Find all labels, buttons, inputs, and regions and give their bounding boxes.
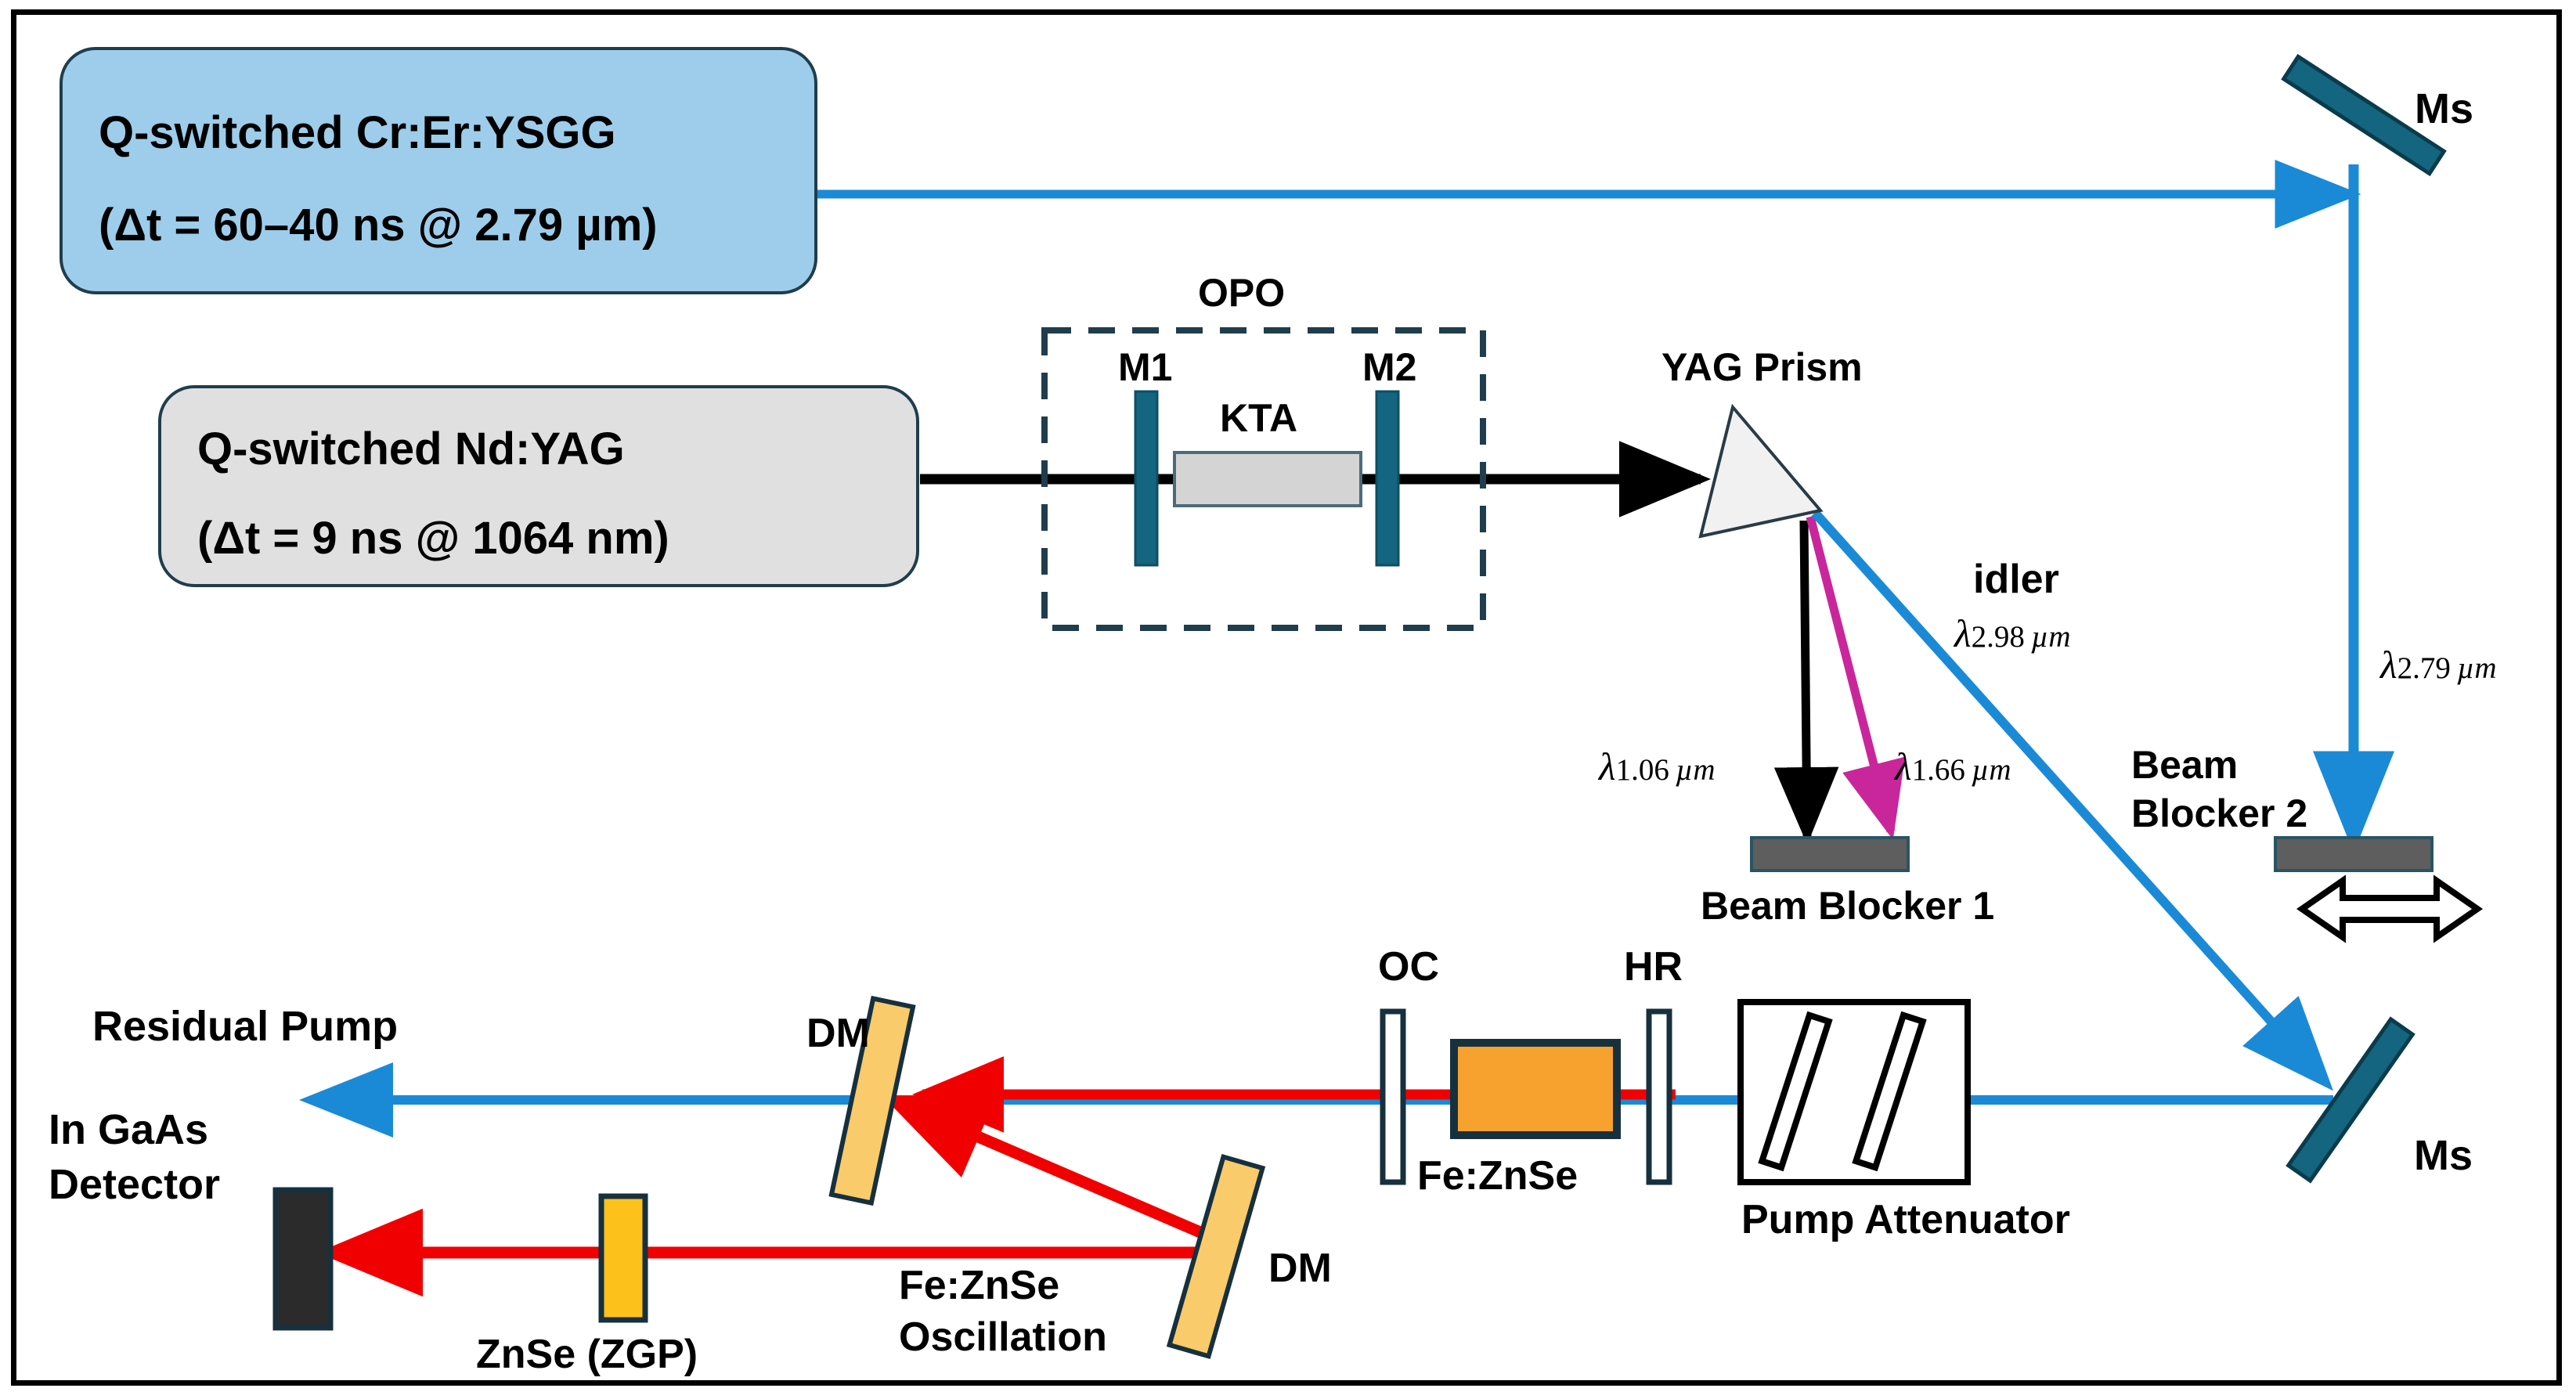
fezse-gain-crystal <box>1450 1039 1621 1139</box>
beam-fezse-diagonal-red <box>882 1094 1232 1250</box>
opo-mirror-m2-label: M2 <box>1362 345 1417 389</box>
attenuator-plate-2 <box>1852 1011 1927 1172</box>
steering-mirror-bottom <box>2286 1016 2415 1184</box>
lambda-1.66-value: 1.66 <box>1911 753 1965 787</box>
opo-kta-crystal <box>1173 451 1362 507</box>
beam-idler-2.98um <box>1811 509 2334 1091</box>
ysgg-line-2: (Δt = 60–40 ns @ 2.79 µm) <box>99 200 658 251</box>
opo-dashed-box <box>1041 327 1486 631</box>
dm-bottom-label: DM <box>1268 1246 1332 1291</box>
pump-attenuator-label: Pump Attenuator <box>1741 1197 2070 1242</box>
lambda-1.06-unit: µm <box>1675 753 1716 787</box>
dichroic-mirror-top <box>828 995 916 1206</box>
opo-mirror-m1 <box>1134 390 1159 567</box>
znse-zgp-plate <box>598 1193 648 1323</box>
lambda-2.79-unit: µm <box>2456 651 2497 685</box>
beam-1.06um-to-blocker <box>1773 520 1839 845</box>
beam-blocker-1 <box>1750 836 1910 872</box>
source-box-ndyag: Q-switched Nd:YAG (Δt = 9 ns @ 1064 nm) <box>158 385 919 587</box>
idler-label: idler <box>1973 557 2059 602</box>
lambda-2.98-unit: µm <box>2030 620 2071 654</box>
ingaas-detector-label-line1: In GaAs <box>49 1106 209 1153</box>
lambda-1.06-value: 1.06 <box>1615 753 1669 787</box>
cavity-mirror-hr <box>1646 1008 1672 1185</box>
translation-arrow-icon <box>2296 874 2484 943</box>
beam-blocker-2-label-line2: Blocker 2 <box>2131 791 2308 835</box>
fezse-oscillation-label-line2: Oscillation <box>899 1314 1107 1360</box>
residual-pump-label: Residual Pump <box>92 1003 399 1050</box>
beam-blocker-2-label-line1: Beam <box>2131 743 2239 787</box>
steering-mirror-top <box>2281 53 2447 177</box>
lambda-2.79-value: 2.79 <box>2397 651 2451 685</box>
opo-mirror-m1-label: M1 <box>1118 345 1173 389</box>
hr-label: HR <box>1624 944 1683 990</box>
ms-bottom-label: Ms <box>2414 1132 2473 1179</box>
ingaas-detector-label-line2: Detector <box>49 1161 221 1208</box>
lambda-1.66-unit: µm <box>1971 753 2011 787</box>
lambda-2.98-value: 2.98 <box>1971 620 2025 654</box>
yag-prism-label: YAG Prism <box>1661 345 1863 389</box>
ms-top-label: Ms <box>2415 85 2474 132</box>
dichroic-mirror-bottom <box>1166 1153 1266 1360</box>
oc-label: OC <box>1378 944 1439 990</box>
lambda-symbol: λ <box>1895 745 1912 788</box>
opo-kta-label: KTA <box>1220 396 1298 440</box>
opo-label: OPO <box>1198 271 1286 315</box>
attenuator-plate-1 <box>1758 1011 1833 1172</box>
ndyag-line-1: Q-switched Nd:YAG <box>197 424 625 474</box>
yag-prism <box>1698 403 1824 539</box>
ysgg-line-1: Q-switched Cr:Er:YSGG <box>99 107 616 158</box>
beam-blocker-2 <box>2274 836 2433 872</box>
beam-blocker-1-label: Beam Blocker 1 <box>1701 884 1995 928</box>
lambda-symbol: λ <box>2380 643 2397 687</box>
cavity-mirror-oc <box>1380 1008 1406 1185</box>
dm-top-label: DM <box>806 1011 870 1056</box>
opo-mirror-m2 <box>1375 390 1400 567</box>
source-box-ysgg: Q-switched Cr:Er:YSGG (Δt = 60–40 ns @ 2… <box>60 47 817 294</box>
lambda-symbol: λ <box>1599 745 1616 788</box>
fezse-crystal-label: Fe:ZnSe <box>1417 1153 1578 1199</box>
ndyag-line-2: (Δt = 9 ns @ 1064 nm) <box>197 513 669 564</box>
lambda-symbol: λ <box>1954 611 1972 655</box>
beam-1.66um-to-blocker <box>1806 515 1906 840</box>
fezse-oscillation-label-line1: Fe:ZnSe <box>899 1263 1060 1308</box>
znse-zgp-label: ZnSe (ZGP) <box>476 1332 698 1377</box>
ingaas-detector <box>272 1187 334 1331</box>
